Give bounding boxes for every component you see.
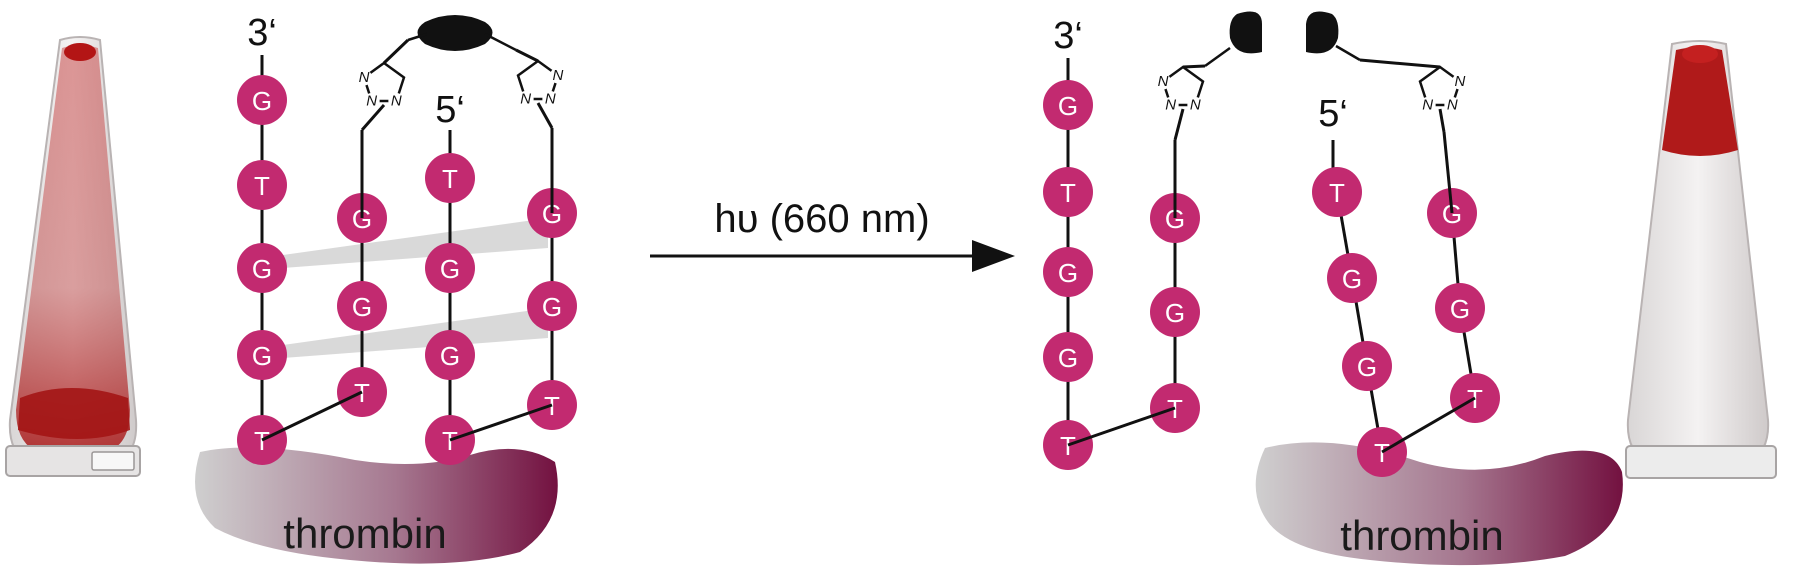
nucleotide-label: G: [352, 292, 372, 322]
label-3prime-left: 3‘: [247, 12, 277, 54]
nucleotide-label: G: [252, 86, 272, 116]
triazole-atom-label: N: [553, 67, 564, 84]
nucleotide-g: G: [1327, 253, 1377, 303]
nucleotide-g: G: [1150, 287, 1200, 337]
label-5prime-left: 5‘: [435, 89, 465, 131]
nucleotide-g: G: [1342, 341, 1392, 391]
backbone-segment: [1067, 406, 1176, 447]
nucleotide-label: T: [1374, 438, 1390, 468]
nucleotide-g: G: [1043, 332, 1093, 382]
photocleavable-linker-left-half-icon: [1229, 11, 1262, 54]
nucleotide-g: G: [1043, 80, 1093, 130]
nucleotide-label: G: [1342, 264, 1362, 294]
label-5prime-right: 5‘: [1318, 93, 1348, 135]
nucleotide-g: G: [425, 243, 475, 293]
nucleotide-g: G: [337, 281, 387, 331]
protein-label-left: thrombin: [283, 510, 446, 557]
nucleotide-t: T: [1043, 167, 1093, 217]
nucleotide-label: G: [1165, 204, 1185, 234]
triazole-atom-label: N: [1158, 73, 1169, 90]
nucleotide-label: G: [352, 204, 372, 234]
backbone-segment: [1438, 108, 1446, 133]
triazole-atom-label: N: [1422, 96, 1433, 113]
nucleotide-g: G: [237, 243, 287, 293]
triazole-atom-label: N: [545, 90, 556, 107]
nucleotide-label: G: [440, 254, 460, 284]
backbone-segment: [1442, 131, 1454, 214]
nucleotide-label: T: [442, 164, 458, 194]
nucleotide-g: G: [237, 75, 287, 125]
backbone-segment: [515, 48, 539, 63]
backbone-segment: [1381, 396, 1476, 454]
nucleotide-g: G: [527, 281, 577, 331]
nucleotide-label: T: [1060, 431, 1076, 461]
nucleotide-label: T: [1329, 178, 1345, 208]
nucleotide-label: T: [254, 171, 270, 201]
triazole-atom-label: N: [1190, 96, 1201, 113]
photocleavable-linker-icon: [417, 15, 493, 51]
label-3prime-right: 3‘: [1053, 15, 1083, 57]
tube-after-icon: [1625, 40, 1777, 479]
nucleotide-g: G: [425, 330, 475, 380]
nucleotide-label: G: [1357, 352, 1377, 382]
arrow-label: hυ (660 nm): [714, 197, 929, 241]
protein-thrombin-left: [195, 447, 558, 564]
triazole-icon: NNN: [356, 61, 406, 109]
triazole-atom-label: N: [1455, 73, 1466, 90]
nucleotide-label: G: [1058, 343, 1078, 373]
protein-thrombin-right: [1255, 442, 1623, 566]
g-quartet-plane-upper: [283, 218, 548, 268]
nucleotide-label: T: [1060, 178, 1076, 208]
backbone-segment: [449, 403, 553, 442]
triazole-atom-label: N: [391, 92, 402, 109]
triazole-atom-label: N: [1447, 96, 1458, 113]
nucleotide-g: G: [237, 330, 287, 380]
triazole-atom-label: N: [1165, 96, 1176, 113]
backbone-segment: [1359, 58, 1441, 69]
nucleotide-label: G: [1058, 258, 1078, 288]
nucleotide-label: G: [542, 199, 562, 229]
tube-before-icon: [5, 36, 141, 477]
backbone-segment: [360, 104, 386, 131]
nucleotide-label: T: [442, 426, 458, 456]
nucleotide-label: G: [252, 341, 272, 371]
nucleotide-label: G: [1442, 199, 1462, 229]
triazole-icon: NNN: [1155, 65, 1205, 113]
nucleotide-label: G: [1450, 294, 1470, 324]
triazole-atom-label: N: [366, 92, 377, 109]
nucleotide-t: T: [1312, 167, 1362, 217]
backbone-segment: [261, 390, 363, 442]
nucleotide-label: G: [1058, 91, 1078, 121]
nucleotide-label: G: [1165, 298, 1185, 328]
triazole-atom-label: N: [359, 69, 370, 86]
nucleotide-label: G: [440, 341, 460, 371]
backbone-segment: [536, 102, 554, 129]
triazole-atom-label: N: [520, 90, 531, 107]
nucleotide-g: G: [1043, 247, 1093, 297]
nucleotide-label: T: [254, 426, 270, 456]
nucleotide-g: G: [1435, 283, 1485, 333]
backbone-segment: [1182, 64, 1206, 69]
reaction-arrow-icon: hυ (660 nm): [650, 197, 1015, 272]
photocleavable-linker-right-half-icon: [1306, 11, 1339, 54]
g-quartet-plane-lower: [283, 308, 548, 358]
nucleotide-t: T: [425, 153, 475, 203]
nucleotide-t: T: [237, 160, 287, 210]
backbone-segment: [382, 38, 410, 65]
nucleotide-label: G: [252, 254, 272, 284]
backbone-segment: [1173, 108, 1185, 141]
nucleotide-label: G: [542, 292, 562, 322]
protein-label-right: thrombin: [1340, 512, 1503, 559]
